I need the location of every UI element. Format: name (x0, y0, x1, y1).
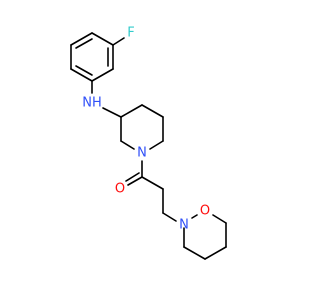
bond (112, 37, 125, 46)
bond (91, 68, 114, 82)
oxazinane-o-label: O (200, 204, 210, 219)
bond (75, 65, 93, 76)
oxazinane-n-label: N (179, 218, 189, 233)
bond (204, 246, 227, 260)
bond (120, 104, 143, 118)
bond (141, 104, 164, 118)
fluorine-label: F (127, 26, 134, 41)
bond (120, 140, 135, 150)
bond (125, 172, 140, 182)
amine-nh-label: NH (82, 96, 102, 111)
molecule-structure: F NH N O O N (70, 26, 227, 260)
bond (149, 140, 164, 150)
bond (91, 32, 114, 46)
bond (127, 176, 143, 186)
bond (191, 214, 198, 219)
bond (75, 38, 93, 49)
bond (70, 68, 93, 82)
piperidine-n-label: N (137, 146, 147, 161)
piperidine-ring (120, 104, 164, 150)
bond (162, 212, 177, 222)
bond (183, 246, 206, 260)
carbonyl-o-label: O (115, 182, 125, 197)
bond (70, 32, 93, 46)
oxazinane-ring (183, 214, 227, 260)
fluorophenyl-ring (70, 32, 114, 82)
bond (141, 176, 164, 190)
bond (212, 214, 227, 224)
bond (102, 107, 122, 118)
